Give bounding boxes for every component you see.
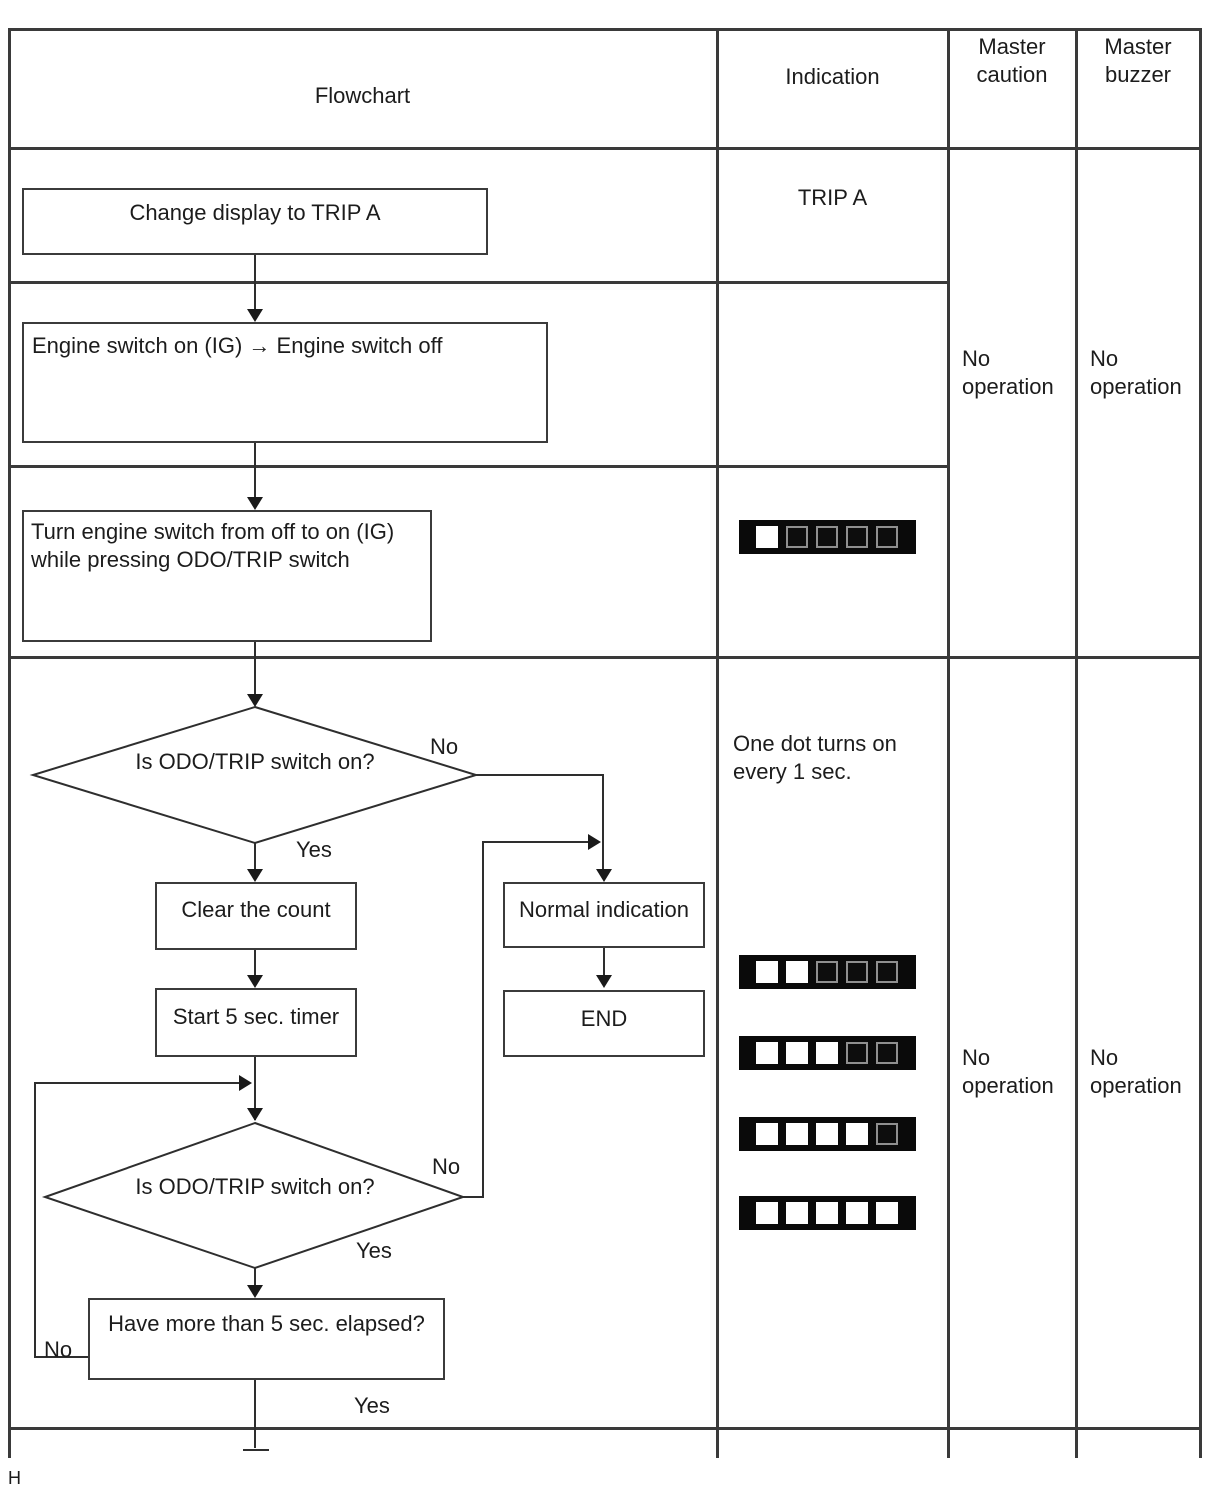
dot-segment-on <box>786 1123 808 1145</box>
dot-display-5-of-5-lit <box>739 1196 916 1230</box>
dot-segment-off <box>846 1042 868 1064</box>
indication-trip-a: TRIP A <box>797 185 868 210</box>
dot-segment-off <box>816 526 838 548</box>
decision1-no-path <box>476 774 604 879</box>
dot-segment-on <box>756 1042 778 1064</box>
decision-elapsed-box: Have more than 5 sec. elapsed? <box>88 1298 445 1380</box>
master-caution-row4: No operation <box>962 1045 1054 1098</box>
master-buzzer-row4: No operation <box>1090 1045 1182 1098</box>
dot-segment-off <box>876 1042 898 1064</box>
dot-segment-off <box>846 526 868 548</box>
dot-segment-on <box>876 1202 898 1224</box>
decision2-no-label: No <box>432 1154 461 1179</box>
decision1-diamond <box>29 705 480 845</box>
dot-segment-on <box>756 1123 778 1145</box>
indication-one-dot-note: One dot turns on every 1 sec. <box>733 731 897 784</box>
elapsed-no-loop-path <box>34 1082 248 1358</box>
flow-connectors <box>34 255 605 1451</box>
dot-segment-off <box>786 526 808 548</box>
decision2-no-feedback-path <box>463 841 597 1198</box>
dot-segment-off <box>846 961 868 983</box>
dot-segment-on <box>756 1202 778 1224</box>
dot-segment-on <box>846 1123 868 1145</box>
decision2-diamond <box>41 1121 467 1270</box>
decision-diamonds <box>29 705 480 1270</box>
step-normal-indication-box: Normal indication <box>503 882 705 948</box>
page-mark: H <box>8 1468 21 1488</box>
dot-segment-off <box>876 1123 898 1145</box>
dot-display-4-of-5-lit <box>739 1117 916 1151</box>
master-caution-rows1-3: No operation <box>962 346 1054 399</box>
dot-segment-on <box>756 961 778 983</box>
step-end-box: END <box>503 990 705 1057</box>
table-grid <box>8 28 1202 1458</box>
elapsed-no-label: No <box>44 1337 73 1362</box>
step-turn-engine-switch-box: Turn engine switch from off to on (IG) w… <box>22 510 432 642</box>
dot-segment-on <box>846 1202 868 1224</box>
step-change-display-box: Change display to TRIP A <box>22 188 488 255</box>
decision1-no-label: No <box>430 734 459 759</box>
step-engine-switch-box: Engine switch on (IG) → Engine switch of… <box>22 322 548 443</box>
dot-display-1-of-5-lit <box>739 520 916 554</box>
step-clear-count-box: Clear the count <box>155 882 357 950</box>
decision2-label: Is ODO/TRIP switch on? <box>135 1174 375 1199</box>
dot-segment-on <box>756 526 778 548</box>
dot-segment-on <box>816 1202 838 1224</box>
step-start-timer-box: Start 5 sec. timer <box>155 988 357 1057</box>
elapsed-yes-label: Yes <box>354 1393 390 1418</box>
header-master-buzzer: Master buzzer <box>1104 34 1172 87</box>
dot-segment-off <box>876 526 898 548</box>
dot-display-3-of-5-lit <box>739 1036 916 1070</box>
dot-segment-off <box>876 961 898 983</box>
master-buzzer-rows1-3: No operation <box>1090 346 1182 399</box>
dot-segment-on <box>816 1123 838 1145</box>
decision1-label: Is ODO/TRIP switch on? <box>135 749 375 774</box>
header-indication: Indication <box>785 64 880 89</box>
dot-segment-on <box>786 1202 808 1224</box>
dot-segment-on <box>786 961 808 983</box>
header-master-caution: Master caution <box>976 34 1048 87</box>
dot-display-2-of-5-lit <box>739 955 916 989</box>
dot-segment-on <box>816 1042 838 1064</box>
dot-segment-off <box>816 961 838 983</box>
arrowheads <box>239 309 612 1298</box>
header-flowchart: Flowchart <box>314 83 411 108</box>
dot-segment-on <box>786 1042 808 1064</box>
decision2-yes-label: Yes <box>356 1238 392 1263</box>
decision1-yes-label: Yes <box>296 837 332 862</box>
